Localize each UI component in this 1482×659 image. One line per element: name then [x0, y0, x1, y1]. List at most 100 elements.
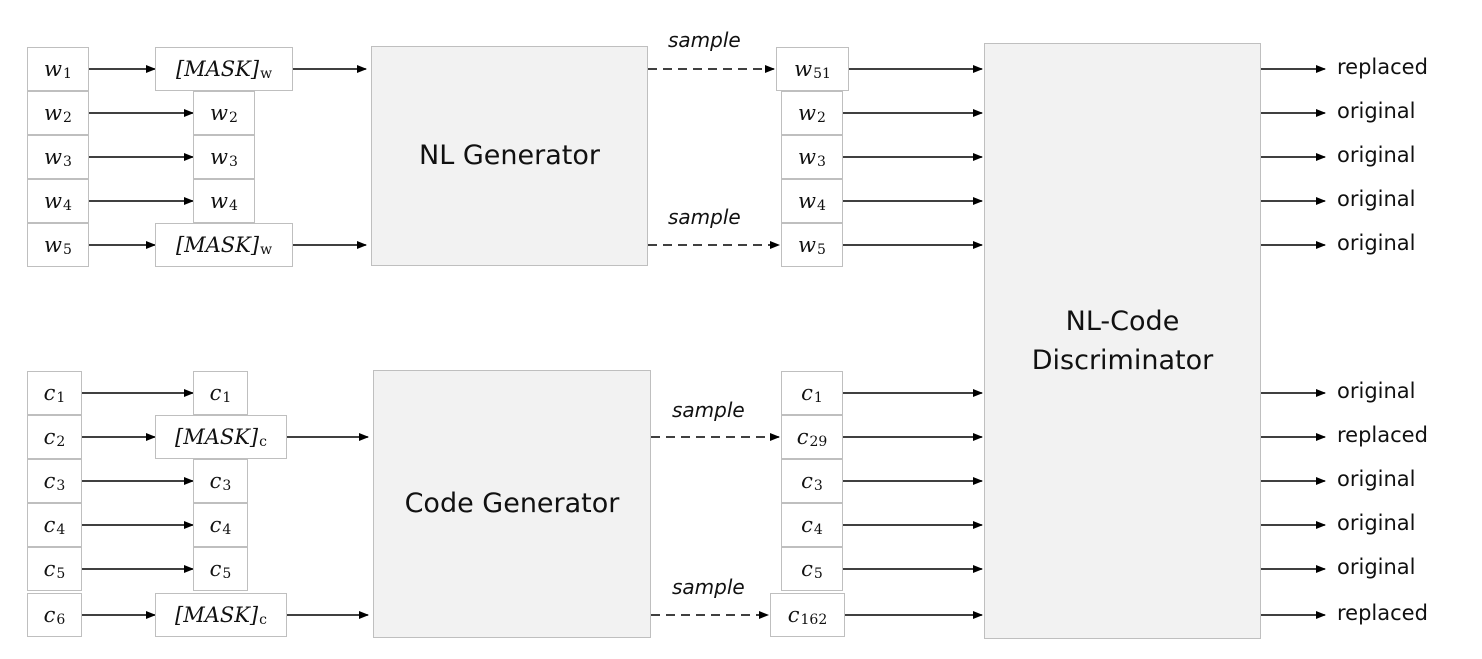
token-base: w — [798, 189, 817, 213]
token-subscript: 3 — [229, 154, 238, 170]
token-base: [MASK] — [175, 425, 259, 449]
sample-label: sample — [668, 28, 741, 52]
token-subscript: 3 — [817, 154, 826, 170]
token-subscript: 51 — [813, 66, 831, 82]
token-base: c — [209, 557, 222, 581]
token-subscript: 5 — [817, 242, 826, 258]
token-base: w — [44, 145, 63, 169]
token-base: c — [43, 425, 56, 449]
token-base: c — [43, 557, 56, 581]
token-subscript: 2 — [229, 110, 238, 126]
token-base: w — [798, 101, 817, 125]
nl-generator: NL Generator — [371, 46, 648, 266]
token-base: w — [794, 57, 813, 81]
token-subscript: 1 — [813, 390, 823, 406]
nl-output-label: original — [1337, 231, 1416, 255]
code-output-label: replaced — [1337, 601, 1428, 625]
code-mask-token: [MASK]c — [155, 593, 287, 637]
nl-mask-token: [MASK]w — [155, 47, 293, 91]
token-subscript: 4 — [813, 522, 823, 538]
token-subscript: 4 — [229, 198, 238, 214]
token-subscript: 1 — [222, 390, 232, 406]
code-output-label: original — [1337, 555, 1416, 579]
token-subscript: c — [259, 612, 267, 628]
token-subscript: 4 — [222, 522, 232, 538]
token-base: [MASK] — [175, 57, 260, 81]
token-subscript: 29 — [809, 434, 828, 450]
token-base: c — [801, 557, 813, 581]
code-output-label: original — [1337, 379, 1416, 403]
token-base: w — [210, 145, 229, 169]
token-subscript: 5 — [813, 566, 823, 582]
token-base: w — [44, 57, 63, 81]
token-subscript: 4 — [56, 522, 66, 538]
nl-code-discriminator: NL-Code Discriminator — [984, 43, 1261, 639]
token-subscript: 2 — [63, 110, 72, 126]
token-base: w — [210, 101, 229, 125]
code-generator: Code Generator — [373, 370, 651, 638]
token-subscript: 162 — [800, 612, 828, 628]
token-subscript: 2 — [817, 110, 826, 126]
token-subscript: 5 — [56, 566, 66, 582]
code-output-label: original — [1337, 511, 1416, 535]
token-subscript: c — [259, 434, 267, 450]
token-subscript: 4 — [817, 198, 826, 214]
sample-label: sample — [672, 575, 745, 599]
nl-output-label: replaced — [1337, 55, 1428, 79]
token-subscript: 5 — [63, 242, 72, 258]
token-subscript: 3 — [222, 478, 232, 494]
token-subscript: 3 — [63, 154, 72, 170]
token-base: w — [798, 233, 817, 257]
token-base: c — [43, 469, 56, 493]
token-subscript: w — [260, 66, 273, 82]
code-output-label: original — [1337, 467, 1416, 491]
nl-output-label: original — [1337, 99, 1416, 123]
token-base: w — [44, 233, 63, 257]
sample-label: sample — [672, 398, 745, 422]
token-subscript: 1 — [56, 390, 66, 406]
nl-mask-token: [MASK]w — [155, 223, 293, 267]
token-base: c — [801, 381, 813, 405]
sample-label: sample — [668, 205, 741, 229]
token-base: [MASK] — [175, 603, 259, 627]
token-base: w — [798, 145, 817, 169]
token-subscript: 1 — [63, 66, 72, 82]
token-subscript: 5 — [222, 566, 232, 582]
token-base: c — [796, 425, 809, 449]
token-subscript: 4 — [63, 198, 72, 214]
token-base: c — [209, 381, 222, 405]
nl-output-label: original — [1337, 187, 1416, 211]
token-subscript: w — [260, 242, 273, 258]
token-base: w — [44, 101, 63, 125]
token-base: c — [801, 469, 813, 493]
nl-output-label: original — [1337, 143, 1416, 167]
token-subscript: 6 — [56, 612, 66, 628]
